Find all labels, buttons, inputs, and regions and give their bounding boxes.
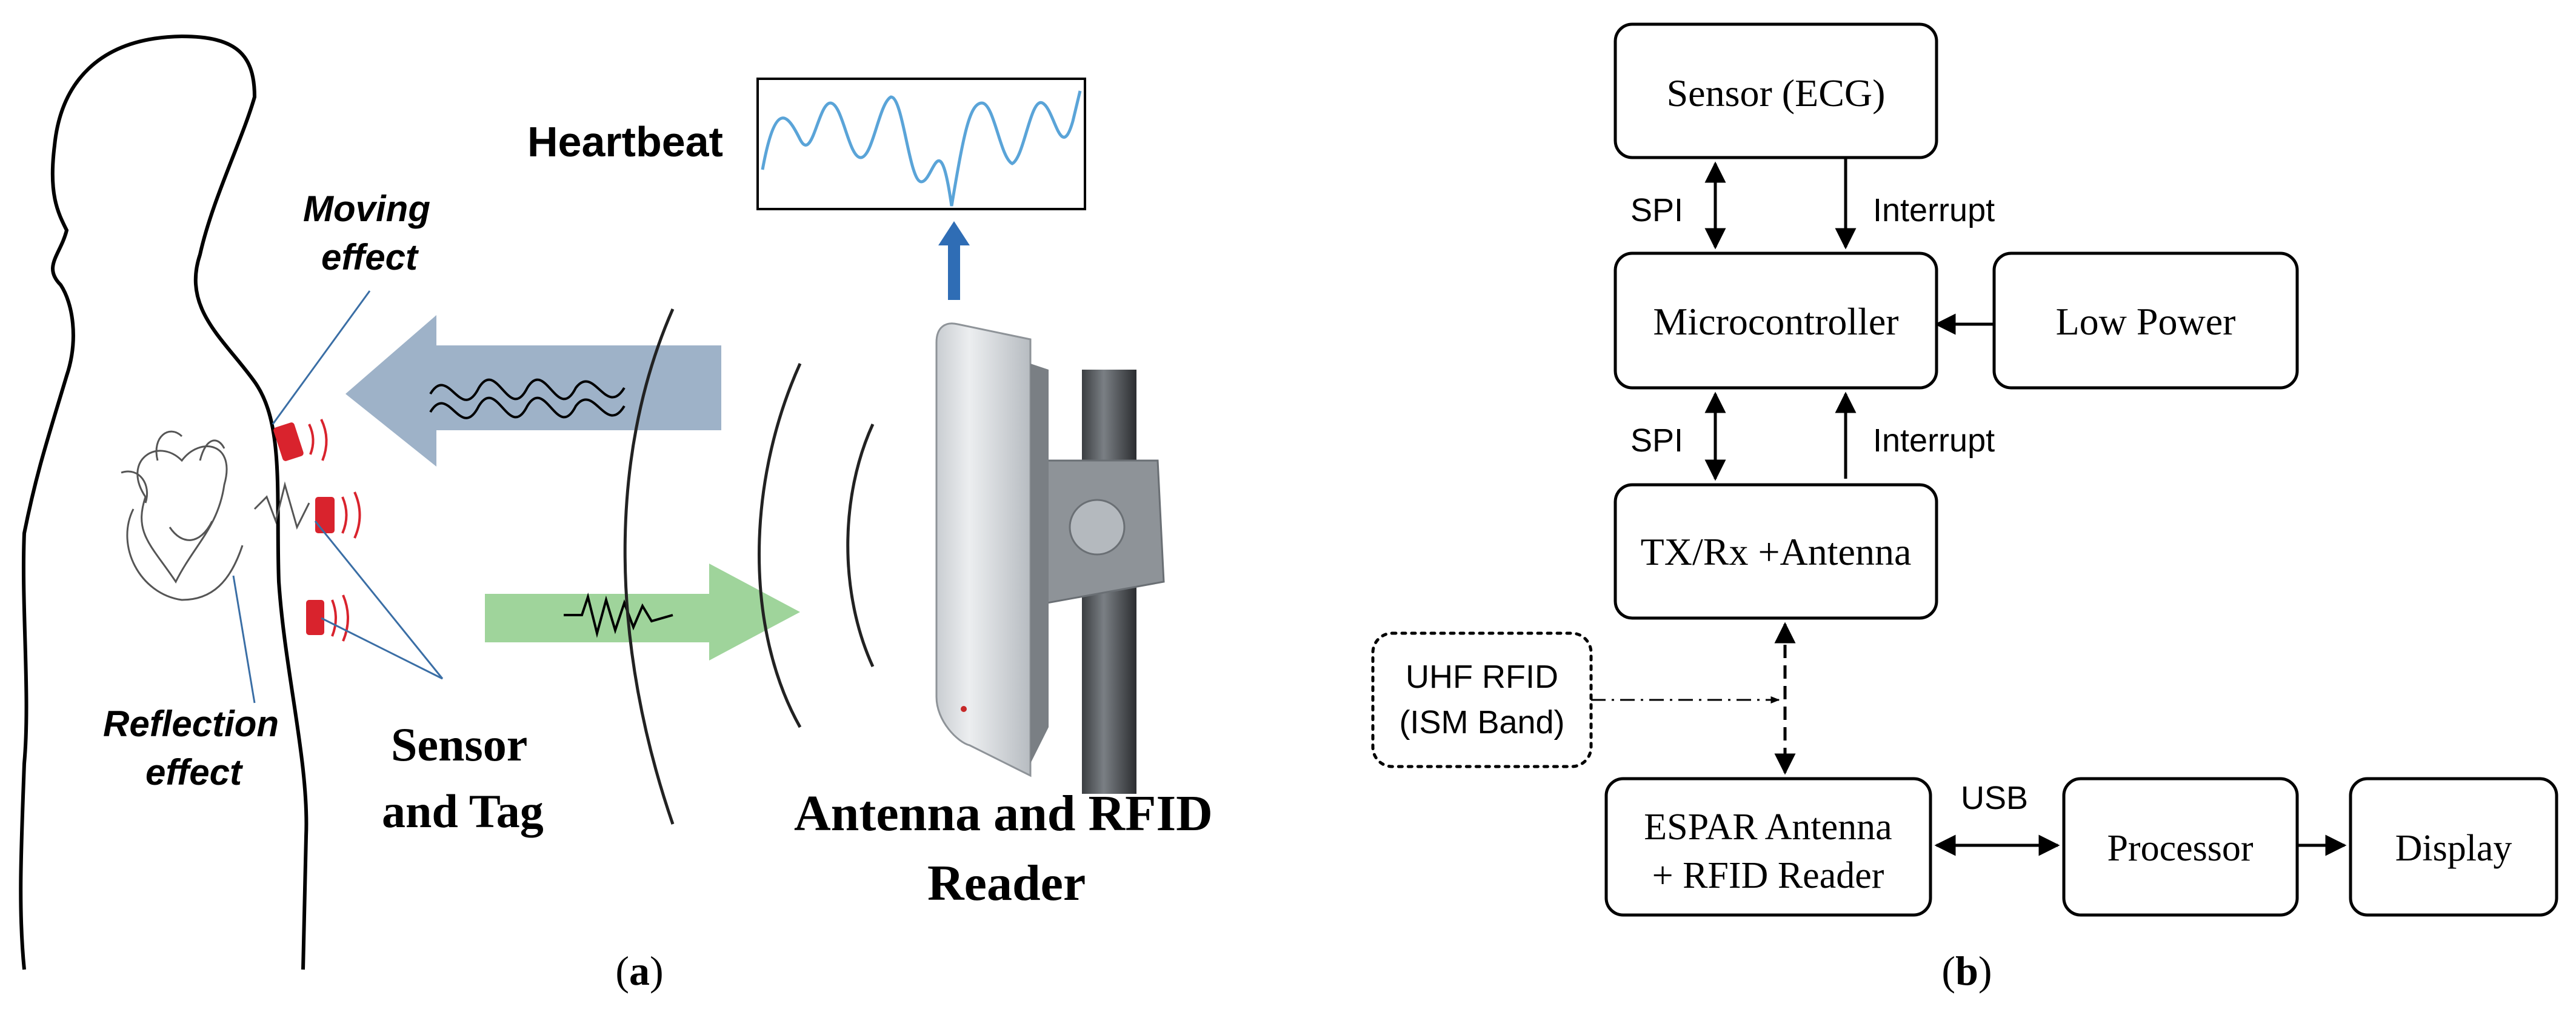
heartbeat-label: Heartbeat <box>527 118 723 165</box>
caption-a: (a) <box>615 948 663 994</box>
antenna-reader-graphic <box>935 322 1165 794</box>
block-display-label: Display <box>2395 828 2512 869</box>
connectors <box>1591 156 2347 856</box>
block-espar-rfid-reader <box>1604 777 1932 917</box>
edge-label-spi-2: SPI <box>1630 422 1683 459</box>
block-espar-label-line2: + RFID Reader <box>1652 855 1884 896</box>
heartbeat-plot <box>756 78 1086 210</box>
block-sensor-ecg-label: Sensor (ECG) <box>1667 72 1886 115</box>
annotation-lines <box>232 290 444 704</box>
uplink-wave-1 <box>429 378 626 401</box>
moving-effect-label-line2: effect <box>321 237 419 278</box>
sensor-tag-3 <box>306 600 324 635</box>
edge-label-spi-1: SPI <box>1630 192 1683 228</box>
antenna-reader-label-line2: Reader <box>927 855 1086 911</box>
block-uhf-label-line2: (ISM Band) <box>1399 704 1564 740</box>
edge-label-usb: USB <box>1961 780 2028 816</box>
moving-effect-label-line1: Moving <box>303 188 430 229</box>
block-microcontroller <box>1613 251 1938 390</box>
sensor-tag-label-line2: and Tag <box>382 785 544 837</box>
block-low-power <box>1992 251 2299 390</box>
sensor-tags <box>273 419 361 642</box>
block-txrx-antenna <box>1613 483 1938 620</box>
block-microcontroller-label: Microcontroller <box>1653 300 1898 343</box>
sensor-tag-2 <box>315 497 335 533</box>
reflection-effect-label-line2: effect <box>145 752 244 793</box>
human-silhouette <box>19 34 309 970</box>
edge-label-interrupt-2: Interrupt <box>1873 422 1995 459</box>
panel-a: Heartbeat Moving effect Reflection effec… <box>19 34 1213 994</box>
block-sensor-ecg <box>1613 22 1938 159</box>
block-processor-label: Processor <box>2107 828 2253 869</box>
sensor-tag-label-line1: Sensor <box>391 718 527 771</box>
block-processor <box>2062 777 2299 917</box>
block-espar-label-line1: ESPAR Antenna <box>1644 807 1892 848</box>
radio-wave-arcs <box>623 308 875 825</box>
reflection-effect-label-line1: Reflection <box>103 704 279 744</box>
heart-sketch <box>121 430 310 601</box>
heartbeat-wave <box>761 90 1082 207</box>
block-low-power-label: Low Power <box>2056 300 2236 343</box>
panel-b: Sensor (ECG) Microcontroller Low Power T… <box>1371 22 2558 994</box>
caption-b: (b) <box>1941 948 1992 994</box>
block-txrx-antenna-label: TX/Rx +Antenna <box>1641 530 1912 573</box>
up-arrow <box>938 221 970 300</box>
block-uhf-label-line1: UHF RFID <box>1406 659 1558 695</box>
edge-label-interrupt-1: Interrupt <box>1873 192 1995 228</box>
downlink-arrow <box>485 564 800 661</box>
antenna-reader-label-line1: Antenna and RFID <box>794 785 1213 842</box>
sensor-tag-1 <box>273 422 304 461</box>
block-uhf-rfid <box>1371 631 1593 768</box>
block-display <box>2349 777 2558 917</box>
uplink-wave-2 <box>429 396 626 419</box>
uplink-arrow <box>345 315 721 467</box>
